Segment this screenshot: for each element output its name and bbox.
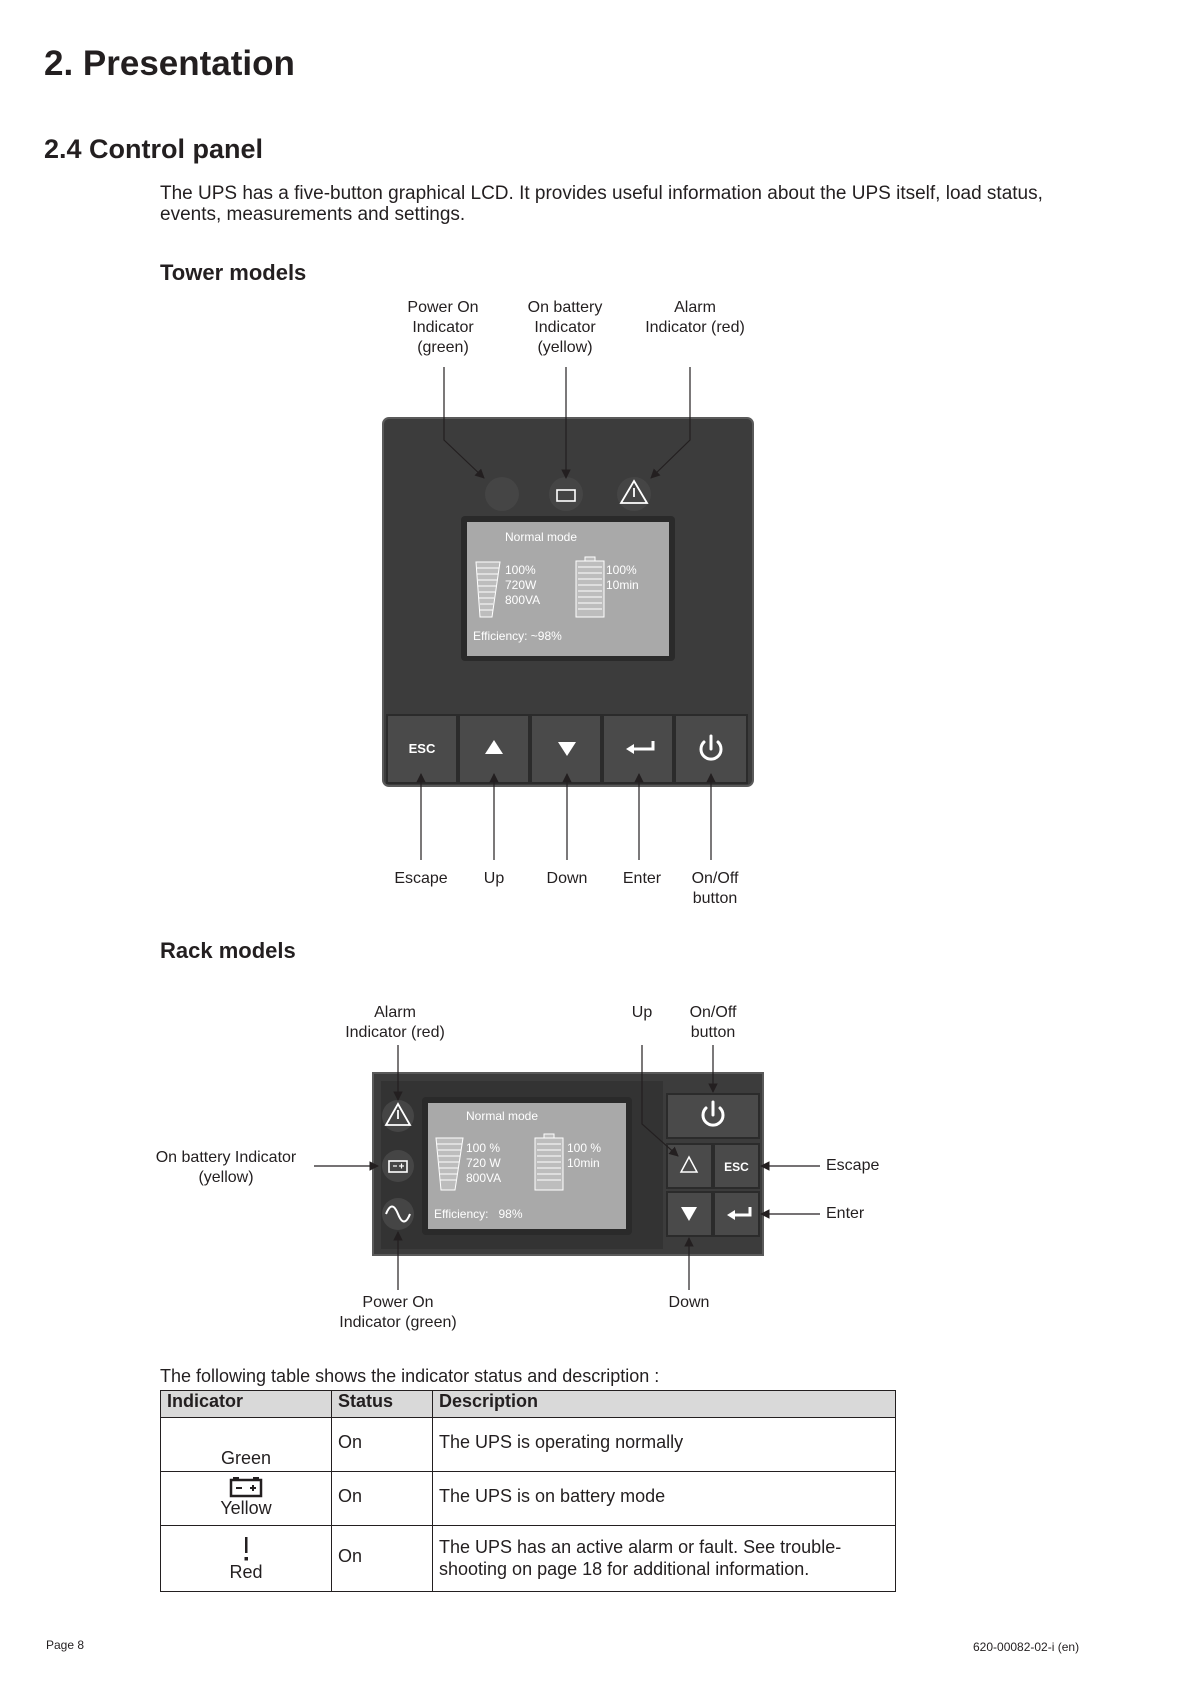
- tower-label-alarm: Alarm Indicator (red): [645, 299, 745, 336]
- status-cell: On: [331, 1417, 433, 1472]
- alarm-exclamation-icon: [167, 1526, 325, 1562]
- indicator-name: Green: [220, 1448, 272, 1468]
- rack-label-power-on: Power On Indicator (green): [339, 1294, 457, 1331]
- rack-enter-icon: [731, 1207, 752, 1217]
- rack-up-arrow-icon: [679, 1155, 699, 1173]
- battery-icon: [167, 1472, 325, 1498]
- table-row: Red On The UPS has an active alarm or fa…: [160, 1525, 896, 1592]
- tower-heading: Tower models: [160, 260, 307, 285]
- tower-power-led: [485, 477, 519, 511]
- tower-label-escape: Escape: [394, 870, 448, 887]
- rack-esc-label[interactable]: ESC: [724, 1160, 749, 1174]
- tower-lcd-mode: Normal mode: [505, 530, 578, 544]
- rack-label-on-battery: On battery Indicator (yellow): [155, 1149, 297, 1186]
- rack-label-alarm: Alarm Indicator (red): [345, 1004, 445, 1041]
- indicator-cell: Yellow: [160, 1471, 332, 1526]
- tower-load-gauge-icon: [475, 561, 501, 618]
- rack-lcd-efficiency: Efficiency: 98%: [434, 1207, 523, 1221]
- tower-lcd-load-pct: 100%: [505, 563, 536, 577]
- table-intro: The following table shows the indicator …: [160, 1366, 660, 1386]
- header-description: Description: [432, 1390, 896, 1418]
- indicator-name: Yellow: [220, 1498, 272, 1518]
- rack-lcd-load-pct: 100 %: [466, 1141, 501, 1155]
- tower-battery-led: [549, 477, 583, 511]
- rack-lcd-load-va: 800VA: [466, 1171, 502, 1185]
- rack-battery-led: [382, 1150, 414, 1182]
- rack-esc-button: [713, 1143, 760, 1189]
- tower-enter-icon: [630, 741, 655, 751]
- tower-label-down: Down: [546, 870, 588, 887]
- tower-battery-gauge-icon: [575, 556, 605, 618]
- rack-battery-gauge-icon: [534, 1133, 564, 1191]
- tower-lcd-batt-time: 10min: [606, 578, 639, 592]
- rack-load-gauge-icon: [435, 1137, 464, 1191]
- tower-up-arrow-icon: [485, 740, 503, 754]
- rack-down-button: [666, 1191, 713, 1237]
- header-status: Status: [331, 1390, 433, 1418]
- tower-lcd-load-w: 720W: [505, 578, 537, 592]
- header-indicator: Indicator: [160, 1390, 332, 1418]
- status-cell: On: [331, 1525, 433, 1592]
- tower-esc-button: [386, 714, 458, 784]
- tower-lcd-batt-pct: 100%: [606, 563, 637, 577]
- rack-lcd-mode: Normal mode: [466, 1109, 539, 1123]
- description-cell: The UPS has an active alarm or fault. Se…: [432, 1525, 896, 1592]
- rack-lcd-screen: [428, 1103, 626, 1229]
- indicator-name: Red: [229, 1562, 263, 1582]
- tower-label-on-battery: On battery Indicator (yellow): [527, 299, 603, 356]
- intro-paragraph: The UPS has a five-button graphical LCD.…: [160, 183, 1043, 225]
- tower-label-onoff: On/Off button: [691, 870, 739, 907]
- table-row: Green On The UPS is operating normally: [160, 1417, 896, 1472]
- tower-label-power-on: Power On Indicator (green): [407, 299, 479, 356]
- chapter-title: 2. Presentation: [44, 44, 295, 83]
- tower-lcd-load-va: 800VA: [505, 593, 541, 607]
- rack-label-onoff: On/Off button: [689, 1004, 737, 1041]
- tower-down-arrow-icon: [558, 742, 576, 756]
- description-cell: The UPS is on battery mode: [432, 1471, 896, 1526]
- rack-up-button: [666, 1143, 713, 1189]
- status-cell: On: [331, 1471, 433, 1526]
- tower-lcd-screen: [467, 522, 669, 656]
- rack-label-enter: Enter: [826, 1205, 865, 1222]
- document-id: 620-00082-02-i (en): [973, 1640, 1080, 1654]
- rack-lcd-batt-pct: 100 %: [567, 1141, 602, 1155]
- rack-lcd-load-w: 720 W: [466, 1156, 501, 1170]
- rack-down-arrow-icon: [681, 1207, 697, 1221]
- table-row: Yellow On The UPS is on battery mode: [160, 1471, 896, 1526]
- table-header-row: Indicator Status Description: [160, 1390, 896, 1418]
- description-cell: The UPS is operating normally: [432, 1417, 896, 1472]
- tower-power-icon: [699, 734, 723, 761]
- tower-label-enter: Enter: [622, 870, 662, 887]
- rack-label-up: Up: [631, 1004, 653, 1021]
- indicator-table: Indicator Status Description Green On Th…: [160, 1390, 896, 1592]
- tower-label-up: Up: [483, 870, 505, 887]
- rack-label-down: Down: [668, 1294, 710, 1311]
- rack-power-icon: [701, 1100, 725, 1127]
- tower-lcd-efficiency: Efficiency: ~98%: [473, 629, 562, 643]
- indicator-cell: Green: [160, 1417, 332, 1472]
- section-title: 2.4 Control panel: [44, 134, 264, 164]
- tower-esc-label[interactable]: ESC: [408, 741, 436, 756]
- rack-label-escape: Escape: [826, 1157, 880, 1174]
- indicator-cell: Red: [160, 1525, 332, 1592]
- rack-lcd-batt-time: 10min: [567, 1156, 600, 1170]
- page-number: Page 8: [46, 1638, 85, 1652]
- rack-heading: Rack models: [160, 938, 296, 963]
